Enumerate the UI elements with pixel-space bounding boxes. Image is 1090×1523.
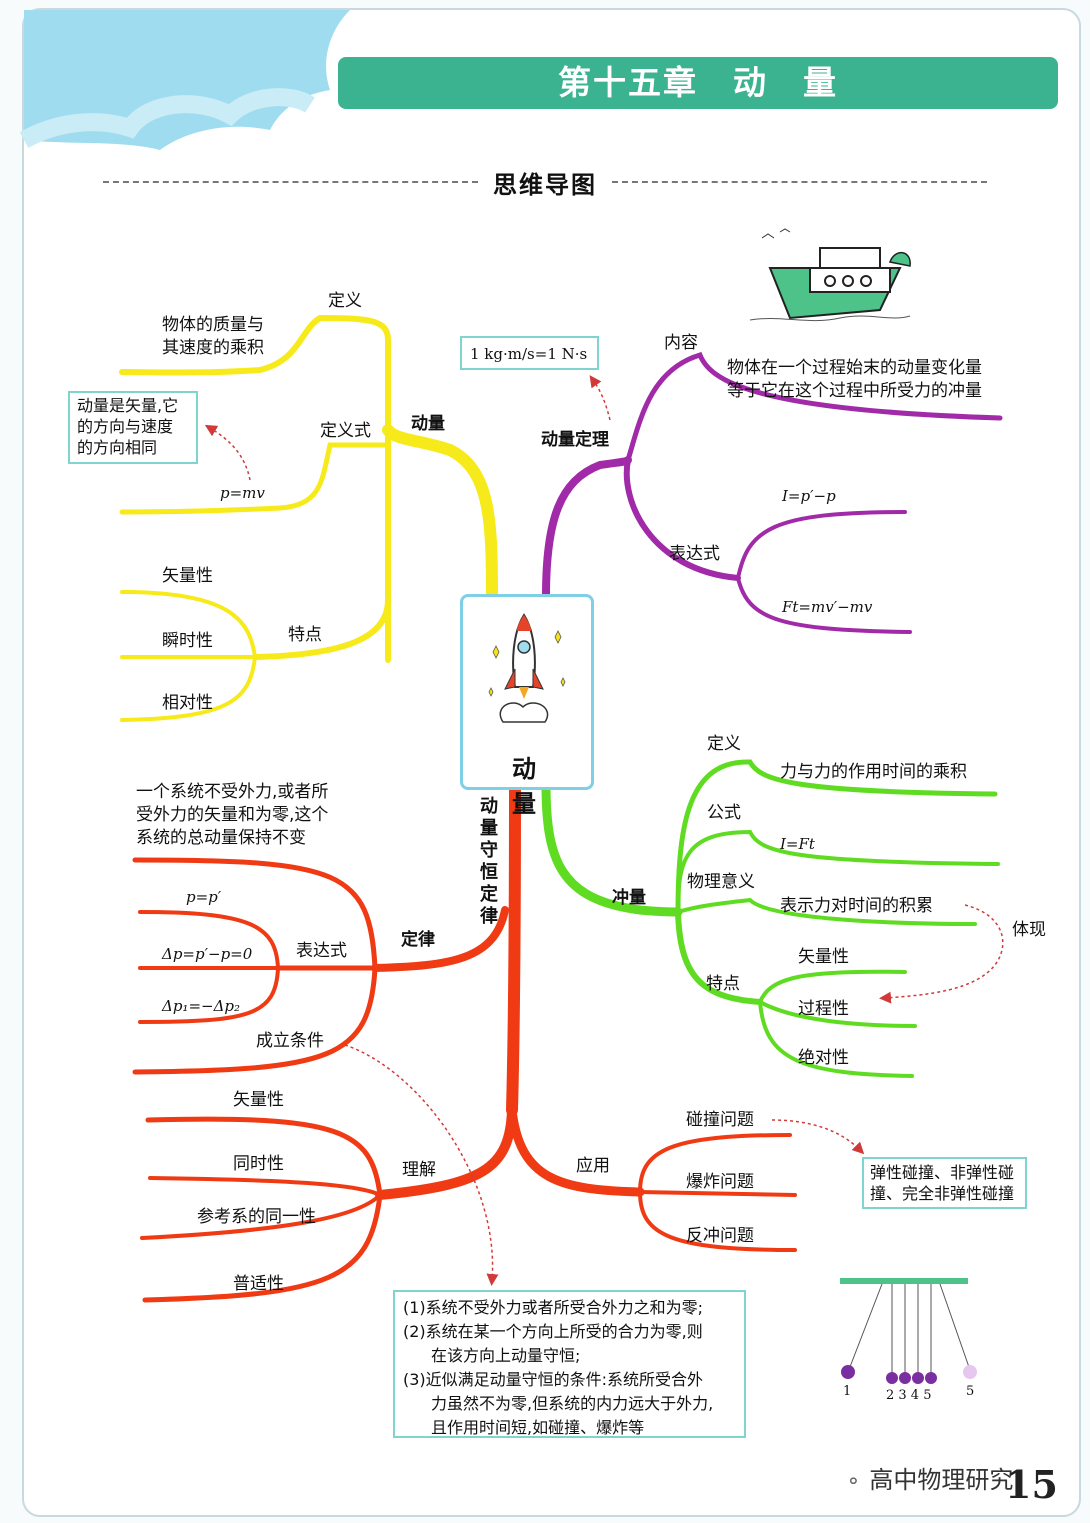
- momentum-def-text-1: 物体的质量与: [162, 315, 264, 335]
- understanding-1: 矢量性: [233, 1090, 284, 1110]
- impulse-branch: [541, 759, 1000, 1078]
- pendulum-label-5: 5: [966, 1384, 975, 1399]
- theorem-expr-1: I=p′−p: [782, 487, 836, 505]
- conservation-application-label: 应用: [576, 1156, 610, 1176]
- momentum-feature-2: 瞬时性: [162, 631, 213, 651]
- conservation-law-text-3: 系统的总动量保持不变: [136, 828, 306, 848]
- momentum-feature-3: 相对性: [162, 693, 213, 713]
- conservation-label: 动量守恒定律: [480, 796, 498, 927]
- momentum-feature-1: 矢量性: [162, 566, 213, 586]
- theorem-content-text-1: 物体在一个过程始末的动量变化量: [727, 358, 982, 378]
- impulse-meaning-text: 表示力对时间的积累: [780, 896, 933, 916]
- momentum-formula: p=mv: [220, 484, 265, 502]
- conservation-understanding-label: 理解: [402, 1160, 436, 1180]
- application-3: 反冲问题: [686, 1226, 754, 1246]
- title-divider-right: [612, 181, 987, 183]
- impulse-feature-3: 绝对性: [798, 1048, 849, 1068]
- vector-note: 动量是矢量,它 的方向与速度 的方向相同: [68, 391, 198, 464]
- impulse-feature-1: 矢量性: [798, 947, 849, 967]
- boat-illustration: [749, 228, 911, 322]
- conservation-condition-label: 成立条件: [256, 1031, 324, 1051]
- impulse-reflect-label: 体现: [1012, 920, 1046, 940]
- impulse-formula-label: 公式: [707, 803, 741, 823]
- collision-note: 弹性碰撞、非弹性碰 撞、完全非弹性碰撞: [862, 1157, 1027, 1209]
- impulse-meaning-label: 物理意义: [687, 872, 755, 892]
- center-label: 动 量: [512, 755, 592, 818]
- conservation-law-text-2: 受外力的矢量和为零,这个: [136, 805, 329, 825]
- impulse-label: 冲量: [612, 888, 646, 908]
- center-node: 动 量: [460, 594, 594, 818]
- rocket-icon: [488, 613, 566, 723]
- conservation-expr-3: Δp₁=−Δp₂: [162, 997, 241, 1015]
- impulse-feature-label: 特点: [706, 974, 740, 994]
- page-number: 15: [1005, 1462, 1058, 1507]
- theorem-content-label: 内容: [664, 333, 698, 353]
- conditions-box: (1)系统不受外力或者所受合外力之和为零; (2)系统在某一个方向上所受的合力为…: [393, 1290, 746, 1438]
- understanding-4: 普适性: [233, 1274, 284, 1294]
- impulse-def-text: 力与力的作用时间的乘积: [780, 762, 967, 782]
- application-1: 碰撞问题: [686, 1110, 754, 1130]
- theorem-expr-2: Ft=mv′−mv: [782, 598, 873, 616]
- understanding-3: 参考系的同一性: [197, 1207, 316, 1227]
- unit-note: 1 kg·m/s=1 N·s: [460, 336, 599, 370]
- title-divider-left: [103, 181, 478, 183]
- theorem-branch: [542, 351, 1003, 634]
- momentum-feature-label: 特点: [288, 625, 322, 645]
- momentum-def-text-2: 其速度的乘积: [162, 338, 264, 358]
- momentum-label: 动量: [411, 414, 445, 434]
- conservation-expr-label: 表达式: [296, 941, 347, 961]
- pendulum-label-2345: 2 3 4 5: [886, 1388, 932, 1403]
- momentum-formula-label: 定义式: [320, 421, 371, 441]
- pendulum-label-1: 1: [843, 1384, 852, 1399]
- dotted-arrows: [204, 375, 1004, 1286]
- impulse-formula: I=Ft: [780, 835, 815, 853]
- momentum-branch: [119, 314, 498, 722]
- theorem-expr-label: 表达式: [669, 544, 720, 564]
- application-2: 爆炸问题: [686, 1172, 754, 1192]
- impulse-def-label: 定义: [707, 734, 741, 754]
- conservation-branch: [132, 778, 797, 1303]
- chat-icon: ⚬: [845, 1469, 862, 1493]
- conservation-expr-2: Δp=p′−p=0: [162, 945, 253, 963]
- pendulum-illustration: [840, 1278, 977, 1384]
- conservation-law-text-1: 一个系统不受外力,或者所: [136, 782, 329, 802]
- section-title: 思维导图: [0, 165, 1090, 200]
- chapter-title: 第十五章 动 量: [338, 57, 1058, 109]
- momentum-def-label: 定义: [328, 291, 362, 311]
- conservation-expr-1: p=p′: [186, 888, 222, 906]
- impulse-feature-2: 过程性: [798, 999, 849, 1019]
- theorem-label: 动量定理: [541, 430, 609, 450]
- conservation-law-label: 定律: [401, 930, 435, 950]
- cloud-decoration: [19, 10, 350, 150]
- theorem-content-text-2: 等于它在这个过程中所受力的冲量: [727, 381, 982, 401]
- understanding-2: 同时性: [233, 1154, 284, 1174]
- watermark: ⚬ 高中物理研究: [845, 1466, 1014, 1494]
